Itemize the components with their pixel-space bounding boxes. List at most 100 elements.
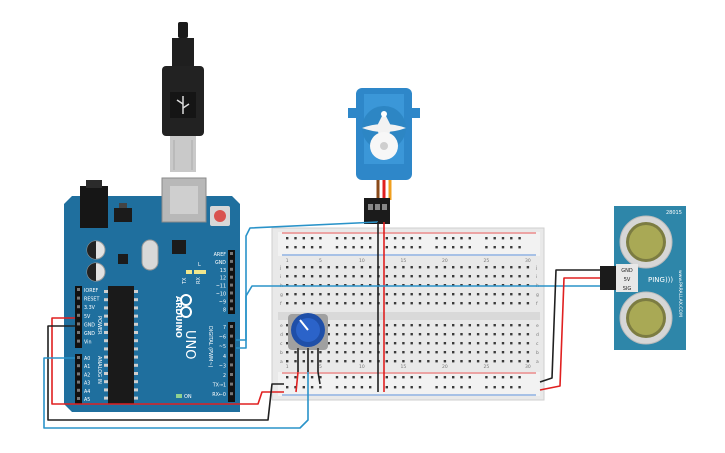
sensor-badge: 28015: [666, 210, 682, 216]
digital-pin-label: 12: [220, 276, 226, 282]
wire-gnd: [47, 325, 284, 421]
digital-pin-label: ~9: [219, 299, 226, 305]
svg-text:20: 20: [442, 364, 448, 370]
led-label-l: L: [198, 262, 201, 268]
power-header: [75, 286, 82, 348]
digital-pin-label: 8: [223, 307, 226, 313]
analog-pin-label: A1: [84, 364, 90, 370]
sensor-pin-sig: SIG: [623, 286, 632, 292]
arduino-brand: ARDUINO: [174, 296, 183, 338]
svg-text:e: e: [280, 324, 283, 329]
svg-text:25: 25: [484, 258, 490, 264]
arduino-model: UNO: [182, 330, 197, 359]
servo-motor: [348, 88, 420, 224]
svg-text:g: g: [536, 293, 539, 298]
digital-pin-label: ~3: [219, 363, 226, 369]
wires: [43, 221, 600, 429]
power-pin-label: IOREF: [84, 288, 99, 294]
wire-sensor-ground: [539, 269, 600, 383]
analog-pin-label: A2: [84, 372, 90, 378]
svg-text:j: j: [535, 265, 537, 271]
wire-servo-signal: [236, 221, 379, 341]
analog-label: ANALOG IN: [96, 356, 102, 384]
sensor-pin-5v: 5V: [624, 277, 631, 283]
svg-text:5: 5: [319, 258, 322, 264]
svg-text:g: g: [280, 293, 283, 298]
ping-ultrasonic-sensor: GND 5V SIG PING))) www.PARALLAX.COM 2801…: [600, 206, 686, 350]
led-label-rx: RX: [196, 277, 202, 284]
svg-text:i: i: [280, 274, 281, 280]
svg-text:d: d: [280, 332, 283, 338]
svg-text:10: 10: [359, 258, 365, 264]
svg-text:f: f: [280, 301, 282, 307]
power-pin-label: GND: [84, 322, 95, 328]
atmega-chip: [108, 286, 134, 404]
svg-text:5: 5: [319, 364, 322, 370]
sensor-pin-gnd: GND: [621, 268, 633, 274]
digital-pin-label: ~5: [219, 344, 226, 350]
sensor-brand: PING))): [648, 276, 673, 284]
svg-text:1: 1: [286, 364, 289, 370]
svg-text:b: b: [536, 350, 539, 356]
digital-pin-label: 7: [223, 325, 226, 331]
svg-text:e: e: [536, 324, 539, 329]
digital-label: DIGITAL (PWM~): [207, 326, 213, 368]
led-label-tx: TX: [182, 277, 188, 285]
wire-sensor-power: [539, 277, 600, 391]
svg-text:b: b: [280, 350, 283, 356]
svg-text:c: c: [280, 342, 283, 347]
svg-text:25: 25: [484, 364, 490, 370]
svg-text:30: 30: [525, 364, 531, 370]
svg-text:a: a: [280, 360, 283, 365]
sensor-pin-block: [616, 264, 638, 292]
digital-pin-label: ~11: [216, 284, 226, 290]
analog-header: [75, 354, 82, 404]
svg-text:c: c: [536, 342, 539, 347]
usb-b-jack: [161, 177, 207, 223]
svg-text:d: d: [536, 332, 539, 338]
svg-text:15: 15: [401, 258, 407, 264]
servo-connector: [364, 198, 390, 224]
power-pin-label: 5V: [84, 314, 91, 320]
usb-icon: [176, 96, 190, 114]
wire-5v: [51, 317, 284, 405]
digital-pin-label: 2: [223, 373, 226, 379]
svg-text:20: 20: [442, 258, 448, 264]
analog-pin-label: A0: [84, 356, 90, 362]
svg-text:j: j: [279, 265, 281, 271]
servo-horn: [362, 112, 406, 144]
power-label: POWER: [96, 316, 102, 335]
digital-pin-label: GND: [215, 260, 226, 266]
svg-text:i: i: [536, 274, 537, 280]
digital-pin-label: RX←0: [212, 392, 226, 398]
svg-text:10: 10: [359, 364, 365, 370]
digital-header-top: [228, 250, 235, 314]
svg-text:f: f: [536, 301, 538, 307]
power-pin-label: 3.3V: [84, 305, 96, 311]
sensor-side-text: www.PARALLAX.COM: [677, 270, 683, 317]
digital-pin-label: 4: [223, 354, 226, 360]
wire-a0: [43, 357, 309, 429]
power-jack: [80, 186, 108, 228]
power-pin-label: Vin: [84, 340, 92, 346]
crystal: [141, 239, 159, 271]
analog-pin-label: A4: [84, 389, 90, 395]
potentiometer: [288, 313, 328, 372]
digital-pin-label: AREF: [214, 252, 227, 258]
analog-pin-label: A5: [84, 397, 90, 403]
digital-pin-label: TX→1: [212, 383, 226, 389]
power-pin-label: RESET: [84, 297, 99, 303]
arduino-logo: [180, 294, 192, 318]
usb-cable: [162, 22, 204, 172]
wire-sensor-signal: [236, 285, 600, 349]
svg-text:15: 15: [401, 364, 407, 370]
digital-pin-label: 13: [220, 268, 226, 274]
digital-header-bottom: [228, 322, 235, 402]
analog-pin-label: A3: [84, 381, 90, 387]
digital-pin-label: ~10: [216, 292, 226, 298]
power-pin-label: GND: [84, 331, 95, 337]
digital-pin-label: ~6: [219, 335, 226, 341]
